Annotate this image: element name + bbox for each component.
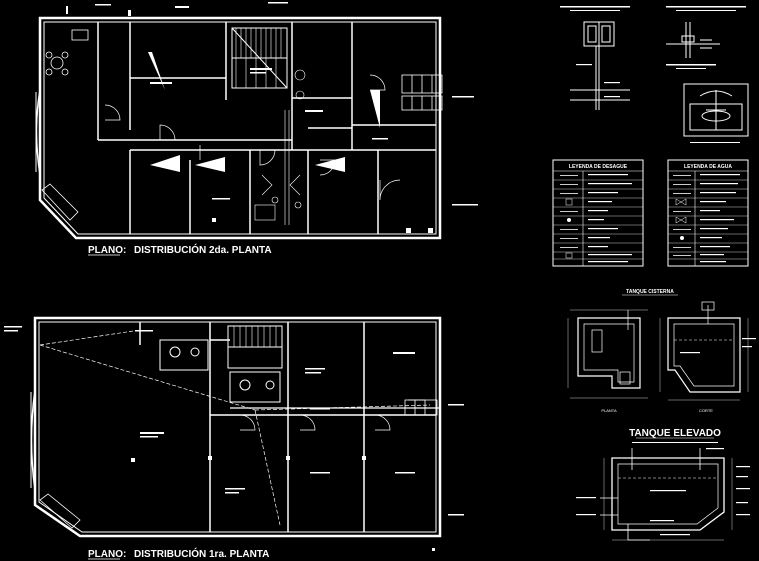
tanque-cisterna: TANQUE CISTERNA PLANTA [567, 289, 756, 413]
plan-first-floor-title-prefix: PLANO: [88, 549, 126, 560]
tanque-cisterna-title: TANQUE CISTERNA [626, 289, 674, 295]
plan-first-floor-title: DISTRIBUCIÓN 1ra. PLANTA [134, 547, 269, 560]
tanque-elevado: TANQUE ELEVADO [576, 428, 750, 541]
detail-top-right [560, 6, 749, 143]
legend-agua-title: LEYENDA DE AGUA [684, 164, 732, 170]
plan-second-floor-title-prefix: PLANO: [88, 245, 126, 256]
plan-second-floor-title: DISTRIBUCIÓN 2da. PLANTA [134, 243, 272, 256]
tanque-cisterna-section-label: CORTE [699, 408, 713, 413]
legend-desague-title: LEYENDA DE DESAGUE [569, 164, 628, 170]
legend-agua: LEYENDA DE AGUA [667, 159, 749, 267]
tanque-elevado-title: TANQUE ELEVADO [629, 428, 721, 439]
tanque-cisterna-plan-label: PLANTA [601, 408, 617, 413]
legend-desague: LEYENDA DE DESAGUE [552, 159, 644, 267]
plan-second-floor: PLANO: DISTRIBUCIÓN 2da. PLANTA [35, 2, 478, 256]
plan-first-floor: PLANO: DISTRIBUCIÓN 1ra. PLANTA [4, 316, 464, 560]
